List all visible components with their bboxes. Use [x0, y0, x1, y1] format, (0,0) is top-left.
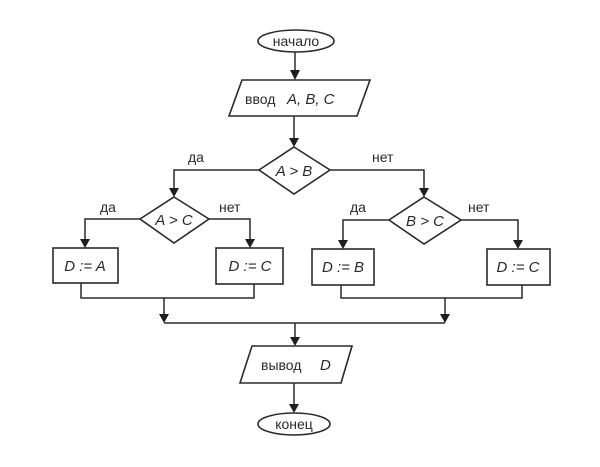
connector-main-yes: [173, 169, 259, 190]
input-parallelogram: [227, 79, 372, 117]
process-assign-b-label: D := B: [322, 259, 364, 276]
arrowhead-icon: [290, 70, 300, 80]
decision-main-diamond: [257, 146, 332, 195]
arrowhead-icon: [159, 314, 169, 323]
connector-left-no: [209, 218, 251, 240]
output-parallelogram: [238, 345, 354, 384]
arrowhead-icon: [440, 314, 450, 323]
process-assign-c-right-box: [486, 248, 551, 286]
arrowhead-icon: [80, 239, 90, 248]
arrowhead-icon: [290, 337, 300, 346]
process-assign-c-left-label: D := C: [229, 258, 272, 275]
process-assign-a-label: D := A: [64, 258, 106, 275]
process-assign-b-box: [311, 248, 375, 286]
process-assign-c-right: D := C: [486, 248, 551, 286]
arrowhead-icon: [289, 138, 299, 147]
arrowhead-icon: [245, 239, 255, 248]
arrowhead-icon: [419, 188, 429, 197]
arrowhead-icon: [169, 188, 179, 197]
output-node: вывод D: [238, 345, 354, 384]
decision-left-condition: A > C: [154, 212, 193, 229]
connector-merge-right: [340, 285, 523, 299]
process-assign-c-left-box: [215, 247, 284, 285]
end-ellipse: [257, 412, 331, 436]
arrowhead-icon: [289, 404, 299, 413]
input-label: ввод: [245, 91, 275, 107]
connector-merge-left: [80, 283, 255, 299]
decision-main-yes: да: [188, 149, 204, 165]
decision-right-yes: да: [350, 199, 366, 215]
arrowhead-icon: [513, 240, 523, 249]
start-label: начало: [273, 33, 320, 49]
start-node: начало: [257, 29, 335, 53]
decision-right-no: нет: [468, 199, 490, 215]
output-label: вывод: [261, 357, 301, 373]
decision-left-diamond: [138, 196, 211, 244]
decision-main: A > B: [257, 146, 332, 195]
output-var: D: [320, 357, 331, 374]
connector-right-no: [461, 219, 519, 241]
process-assign-c-left: D := C: [215, 247, 284, 285]
start-ellipse: [257, 29, 335, 53]
process-assign-c-right-label: D := C: [497, 259, 540, 276]
end-node: конец: [257, 412, 331, 436]
connector-main-no: [330, 169, 425, 190]
connector-right-yes: [342, 219, 389, 241]
process-assign-a: D := A: [52, 247, 119, 284]
process-assign-b: D := B: [311, 248, 375, 286]
decision-main-no: нет: [372, 149, 394, 165]
decision-main-condition: A > B: [275, 163, 313, 180]
decision-left-no: нет: [219, 199, 241, 215]
decision-left-yes: да: [100, 199, 116, 215]
decision-right-diamond: [387, 196, 463, 245]
decision-right: B > C: [387, 196, 463, 245]
decision-right-condition: B > C: [406, 213, 444, 230]
input-vars: A, B, C: [286, 91, 335, 108]
connector-left-yes: [84, 218, 140, 240]
decision-left: A > C: [138, 196, 211, 244]
arrowhead-icon: [338, 240, 348, 249]
process-assign-a-box: [52, 247, 119, 284]
end-label: конец: [275, 416, 313, 432]
input-node: ввод A, B, C: [227, 79, 372, 117]
